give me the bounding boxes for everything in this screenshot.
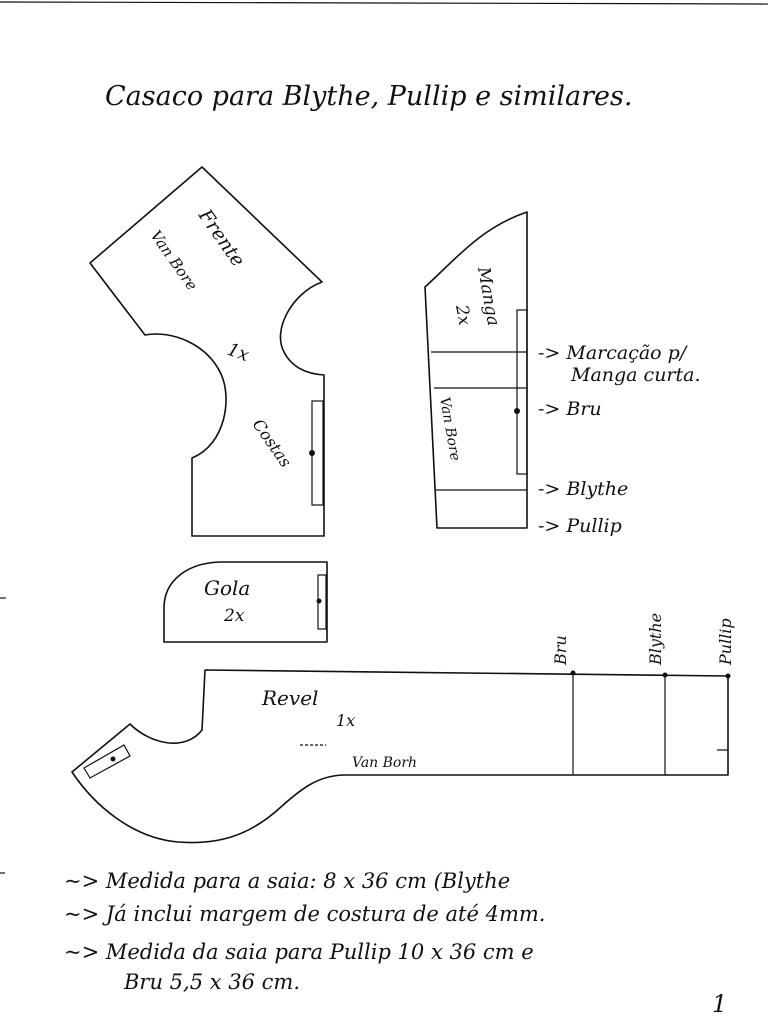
page-top-edge (0, 1, 768, 5)
lapel-label: Revel (261, 686, 318, 710)
lapel-blythe-dot (662, 672, 668, 678)
collar-qty-label: 2x (223, 606, 245, 626)
lapel-bru-label: Bru (551, 635, 570, 666)
front-qty-label: 1x (224, 339, 251, 366)
pattern-title: Casaco para Blythe, Pullip e similares. (105, 81, 632, 112)
sleeve-placket-mark (516, 309, 528, 475)
front-button-dot (309, 450, 315, 456)
lapel-outline (71, 669, 729, 844)
page-number: 1 (712, 990, 727, 1018)
sleeve-brand-label: Van Bore (436, 396, 463, 462)
sleeve-qty-label: 2x (451, 302, 474, 327)
collar-button-dot (316, 598, 322, 604)
sleeve-button-dot (514, 408, 520, 414)
lapel-piece: Revel 1x Van Borh (71, 669, 731, 844)
lapel-qty-label: 1x (336, 711, 355, 730)
note-line-3: ~> Medida da saia para Pullip 10 x 36 cm… (64, 940, 534, 964)
lapel-placket-mark (83, 744, 131, 779)
pullip-mark-note: -> Pullip (538, 515, 622, 537)
lapel-button-dot (110, 756, 116, 762)
front-label: Frente (193, 204, 249, 270)
short-sleeve-mark-note: -> Marcação p/ (538, 342, 688, 364)
blythe-mark-note: -> Blythe (538, 478, 628, 500)
lapel-pullip-dot (725, 673, 731, 679)
lapel-bru-dot (570, 670, 576, 676)
bru-mark-note: -> Bru (538, 398, 602, 420)
notes: ~> Medida para a saia: 8 x 36 cm (Blythe… (64, 869, 545, 994)
sleeve-outline (424, 211, 528, 529)
sleeve-piece: Manga 2x Van Bore (424, 211, 528, 529)
collar-outline (163, 561, 328, 643)
front-back-piece: Frente Van Bore 1x Costas (89, 166, 325, 537)
note-line-4: Bru 5,5 x 36 cm. (123, 970, 300, 994)
lapel-pullip-label: Pullip (716, 618, 735, 666)
short-sleeve-mark-note-2: Manga curta. (570, 364, 701, 386)
collar-piece: Gola 2x (163, 561, 328, 643)
note-line-1: ~> Medida para a saia: 8 x 36 cm (Blythe (64, 869, 510, 893)
back-label: Costas (249, 415, 296, 470)
sleeve-label: Manga (473, 264, 503, 327)
front-brand-label: Van Bore (147, 227, 201, 294)
note-line-2: ~> Já inclui margem de costura de até 4m… (64, 902, 545, 926)
front-back-outline (89, 166, 325, 537)
lapel-blythe-label: Blythe (646, 613, 665, 666)
lapel-brand-label: Van Borh (352, 755, 417, 771)
collar-label: Gola (204, 576, 250, 600)
